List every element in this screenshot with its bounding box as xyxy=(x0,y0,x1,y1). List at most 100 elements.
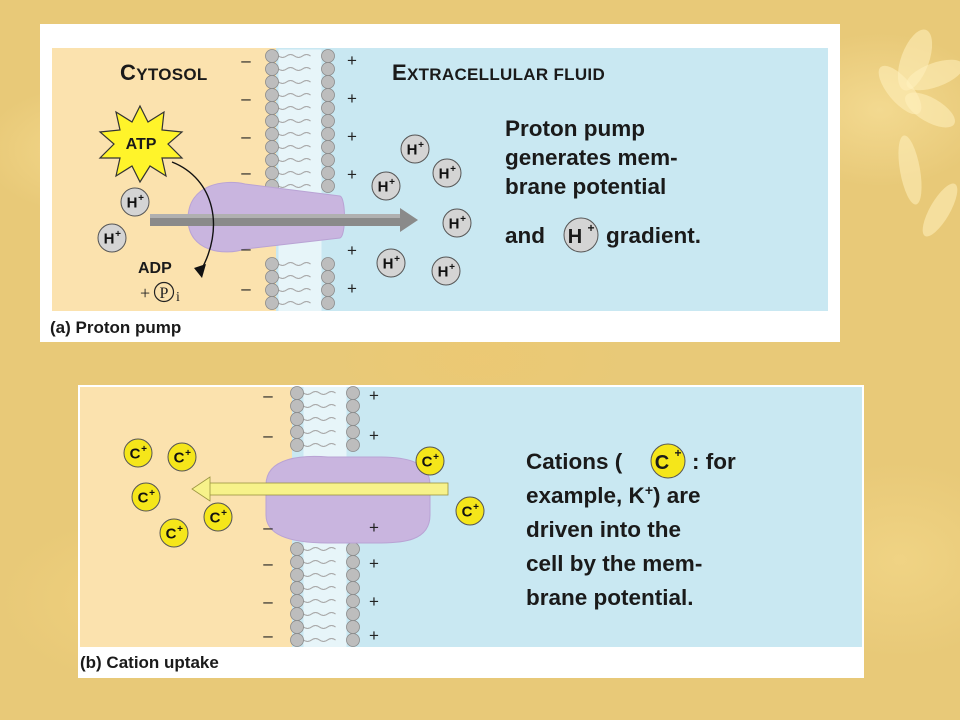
lipid-head-icon xyxy=(321,101,335,115)
extracellular-title: EXTRACELLULAR FLUID xyxy=(392,60,605,85)
svg-text:C: C xyxy=(462,504,473,521)
cation-icon: C+ xyxy=(415,446,445,476)
membrane-charge-signs: ––––––++++++ xyxy=(241,51,357,298)
svg-text:C: C xyxy=(174,450,185,467)
cation-uptake-panel: ––––––++++++ C+C+C+C+C+C+C+ Cations ( C … xyxy=(78,385,864,678)
atp-burst-icon: ATP xyxy=(98,104,184,184)
cytosol-region xyxy=(80,387,292,647)
negative-charge-sign: – xyxy=(263,518,273,537)
cytosol-title: CYTOSOL xyxy=(120,60,208,85)
proton-pump-diagram: ATP ADP + P i CYTOSOL EXTRACELLULAR FLUI… xyxy=(50,48,828,337)
svg-text:+: + xyxy=(138,193,144,204)
svg-text:: for: : for xyxy=(692,449,736,474)
svg-text:+: + xyxy=(418,140,424,151)
hydrogen-ion-icon: H + xyxy=(563,217,599,253)
svg-text:H: H xyxy=(449,216,460,233)
svg-text:and: and xyxy=(505,223,545,248)
positive-charge-sign: + xyxy=(369,626,379,645)
membrane-charge-signs: ––––––++++++ xyxy=(263,386,379,645)
lipid-head-icon xyxy=(265,153,279,167)
lipid-head-icon xyxy=(265,166,279,180)
svg-text:+: + xyxy=(460,214,466,225)
atp-hydrolysis-arrow-icon xyxy=(171,161,215,278)
phosphate-label: + P i xyxy=(140,281,180,305)
hydrogen-ion-icon: H+ xyxy=(97,223,127,253)
lipid-head-icon xyxy=(290,399,304,413)
cation-icon: C + xyxy=(650,443,686,479)
svg-text:+: + xyxy=(473,502,479,513)
cation-icon: C+ xyxy=(123,438,153,468)
lipid-head-icon xyxy=(265,88,279,102)
lipid-head-icon xyxy=(346,607,360,621)
lipid-head-icon xyxy=(321,75,335,89)
positive-charge-sign: + xyxy=(347,241,357,260)
proton-pump-caption: (a) Proton pump xyxy=(50,318,181,337)
cation-flow-arrow-icon xyxy=(191,476,449,502)
lipid-head-icon xyxy=(290,425,304,439)
svg-text:P: P xyxy=(160,285,169,302)
svg-text:C: C xyxy=(422,454,433,471)
lipid-head-icon xyxy=(321,62,335,76)
svg-text:H: H xyxy=(383,256,394,273)
hydrogen-ion-icon: H+ xyxy=(442,208,472,238)
cation-uptake-description: Cations ( C + : for example, K+) are dri… xyxy=(526,443,736,610)
negative-charge-sign: – xyxy=(263,386,273,405)
lipid-head-icon xyxy=(290,568,304,582)
lipid-head-icon xyxy=(290,620,304,634)
svg-text:C: C xyxy=(138,490,149,507)
cation-icon: C+ xyxy=(455,496,485,526)
lipid-head-icon xyxy=(290,633,304,647)
svg-text:+: + xyxy=(674,446,681,460)
positive-charge-sign: + xyxy=(347,127,357,146)
svg-text:brane potential.: brane potential. xyxy=(526,585,694,610)
cytosol-region xyxy=(52,48,276,311)
svg-text:+: + xyxy=(389,177,395,188)
cations: C+C+C+C+C+C+C+ xyxy=(123,438,485,548)
hydrogen-ion-icon: H+ xyxy=(371,171,401,201)
proton-pump-panel: ATP ADP + P i CYTOSOL EXTRACELLULAR FLUI… xyxy=(40,24,840,342)
hydrogen-ions: H+H+H+H+H+H+H+H+ xyxy=(97,134,472,286)
negative-charge-sign: – xyxy=(241,51,251,70)
positive-charge-sign: + xyxy=(369,386,379,405)
lipid-head-icon xyxy=(265,49,279,63)
lipid-head-icon xyxy=(265,270,279,284)
positive-charge-sign: + xyxy=(369,592,379,611)
cation-icon: C+ xyxy=(131,482,161,512)
hydrogen-ion-icon: H+ xyxy=(400,134,430,164)
svg-text:C: C xyxy=(130,446,141,463)
lipid-head-icon xyxy=(265,140,279,154)
lipid-head-icon xyxy=(290,386,304,400)
lipid-head-icon xyxy=(265,127,279,141)
svg-text:generates mem-: generates mem- xyxy=(505,145,678,170)
cation-icon: C+ xyxy=(203,502,233,532)
lipid-head-icon xyxy=(321,257,335,271)
svg-text:+: + xyxy=(587,221,594,235)
lipid-head-icon xyxy=(265,75,279,89)
positive-charge-sign: + xyxy=(347,165,357,184)
svg-text:+: + xyxy=(185,448,191,459)
positive-charge-sign: + xyxy=(369,518,379,537)
lipid-head-icon xyxy=(346,594,360,608)
lipid-head-icon xyxy=(265,296,279,310)
negative-charge-sign: – xyxy=(241,89,251,108)
svg-text:driven into the: driven into the xyxy=(526,517,681,542)
lipid-head-icon xyxy=(346,633,360,647)
svg-text:example, K+) are: example, K+) are xyxy=(526,482,701,508)
extracellular-region xyxy=(276,48,828,311)
cation-uptake-diagram: ––––––++++++ C+C+C+C+C+C+C+ Cations ( C … xyxy=(80,386,862,672)
negative-charge-sign: – xyxy=(263,592,273,611)
lipid-head-icon xyxy=(346,581,360,595)
hydrogen-ion-icon: H+ xyxy=(120,187,150,217)
svg-text:Proton pump: Proton pump xyxy=(505,116,645,141)
lipid-head-icon xyxy=(346,620,360,634)
lipid-head-icon xyxy=(321,270,335,284)
lipid-head-icon xyxy=(346,412,360,426)
hydrogen-ion-icon: H+ xyxy=(376,248,406,278)
lipid-head-icon xyxy=(290,438,304,452)
lipid-head-icon xyxy=(290,594,304,608)
positive-charge-sign: + xyxy=(347,51,357,70)
lipid-head-icon xyxy=(321,49,335,63)
hydrogen-ion-icon: H+ xyxy=(432,158,462,188)
hydrogen-ion-icon: H+ xyxy=(431,256,461,286)
negative-charge-sign: – xyxy=(263,426,273,445)
